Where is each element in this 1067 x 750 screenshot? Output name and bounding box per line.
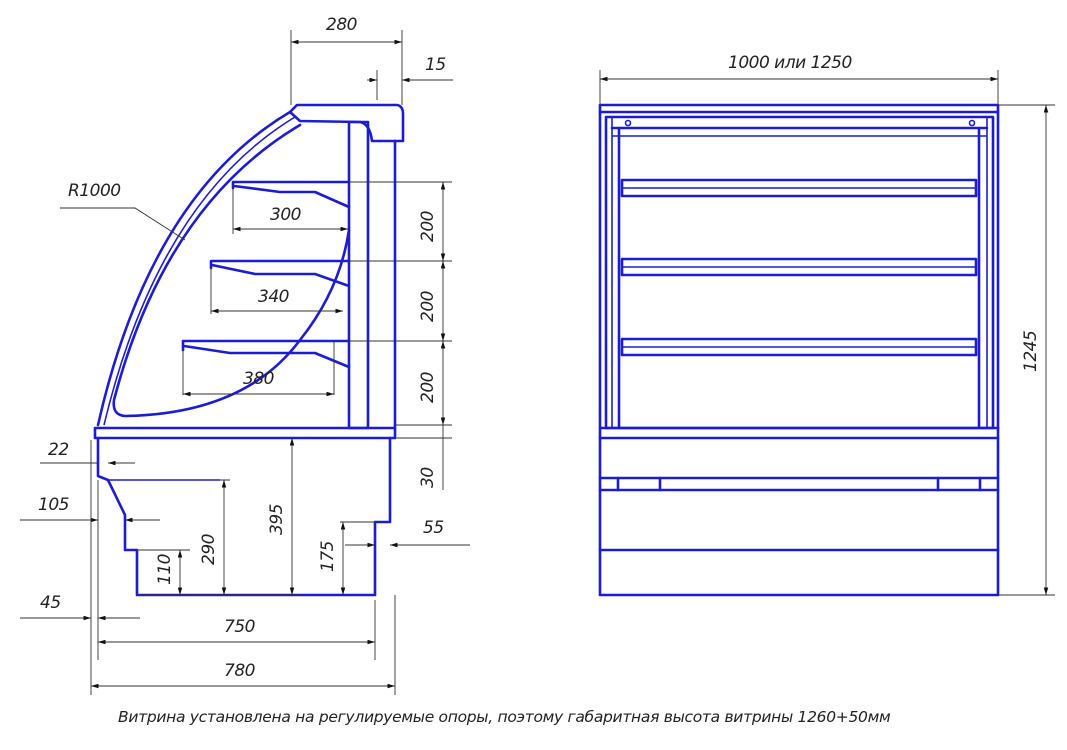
shelf-1 — [231, 180, 351, 209]
top-cap — [288, 103, 405, 143]
dim-105: 105 — [38, 495, 69, 515]
dim-175: 175 — [318, 541, 338, 572]
dim-300: 300 — [270, 205, 301, 225]
dim-22: 22 — [48, 440, 69, 460]
dim-395: 395 — [267, 504, 287, 535]
dim-30: 30 — [418, 467, 438, 488]
dim-height: 1245 — [1021, 331, 1041, 372]
side-view — [93, 103, 405, 597]
front-frame — [604, 115, 995, 430]
dim-750: 750 — [224, 617, 255, 637]
dim-380: 380 — [243, 369, 274, 389]
radius-label: R1000 — [68, 181, 121, 201]
dim-45: 45 — [40, 593, 61, 613]
dim-280: 280 — [326, 15, 357, 35]
side-dimensions: 280 15 R1000 300 340 380 200 200 200 30 … — [20, 15, 470, 695]
dim-200-c: 200 — [418, 372, 438, 403]
base-plate — [93, 426, 397, 440]
caption: Витрина установлена на регулируемые опор… — [118, 708, 891, 726]
rear-column — [347, 120, 370, 430]
dim-width: 1000 или 1250 — [728, 53, 852, 73]
dim-340: 340 — [258, 287, 289, 307]
lower-body — [96, 436, 392, 597]
inner-liner — [112, 123, 351, 418]
front-outline — [598, 103, 1000, 597]
dim-780: 780 — [224, 661, 255, 681]
shelf-3 — [181, 339, 351, 369]
front-dimensions: 1000 или 1250 1245 — [599, 53, 1055, 596]
dim-110: 110 — [155, 554, 175, 585]
dim-290: 290 — [199, 534, 219, 565]
shelf-2 — [209, 259, 351, 288]
dim-200-b: 200 — [418, 291, 438, 322]
dim-55: 55 — [423, 518, 444, 538]
front-view — [598, 103, 1000, 597]
dim-200-a: 200 — [418, 211, 438, 242]
dim-15: 15 — [425, 55, 446, 75]
